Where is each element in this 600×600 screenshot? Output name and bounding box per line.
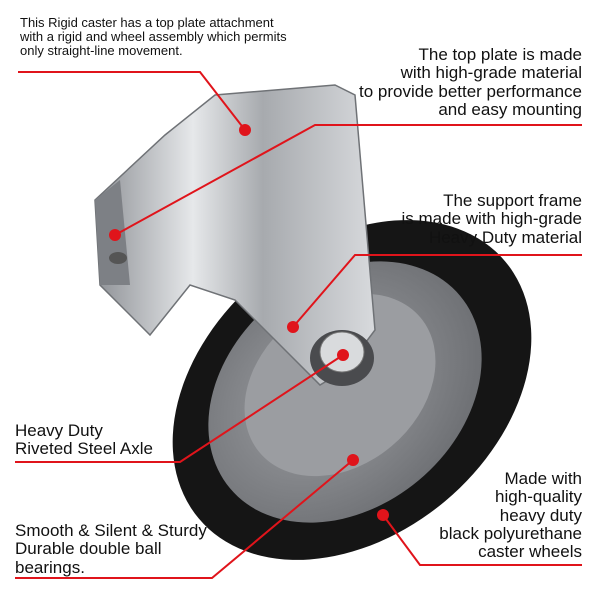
text-line: Made with: [504, 469, 582, 488]
callout-top-plate: The top plate is made with high-grade ma…: [358, 45, 582, 120]
text-line: Riveted Steel Axle: [15, 439, 153, 459]
callout-rigid-intro: This Rigid caster has a top plate attach…: [20, 15, 287, 59]
text-line: This Rigid caster has a top plate attach…: [20, 15, 274, 30]
text-line: with a rigid and wheel assembly which pe…: [20, 29, 287, 45]
text-line: and easy mounting: [438, 100, 582, 120]
text-line: Heavy Duty: [15, 421, 103, 440]
callout-bearings: Smooth & Silent & Sturdy Durable double …: [15, 521, 207, 577]
text-line: caster wheels: [478, 542, 582, 562]
text-line: Smooth & Silent & Sturdy: [15, 521, 207, 540]
text-line: Heavy Duty material: [428, 227, 582, 247]
text-line: The top plate is made: [418, 45, 582, 64]
callout-dots: [109, 124, 389, 521]
callout-wheels: Made with high-quality heavy duty black …: [439, 469, 582, 562]
text-line: heavy duty: [499, 505, 582, 525]
text-line: only straight-line movement.: [20, 43, 183, 59]
text-line: with high-grade material: [400, 63, 582, 83]
text-line: Durable double ball: [15, 539, 162, 559]
leader-lines: [15, 71, 582, 579]
text-line: The support frame: [443, 191, 582, 210]
text-line: is made with high-grade: [401, 209, 582, 229]
text-line: bearings.: [15, 557, 85, 577]
callout-support-frame: The support frame is made with high-grad…: [401, 191, 582, 247]
text-line: to provide better performance: [358, 81, 582, 101]
callout-axle: Heavy Duty Riveted Steel Axle: [15, 421, 153, 459]
text-line: high-quality: [495, 487, 582, 507]
text-line: black polyurethane: [439, 524, 582, 544]
